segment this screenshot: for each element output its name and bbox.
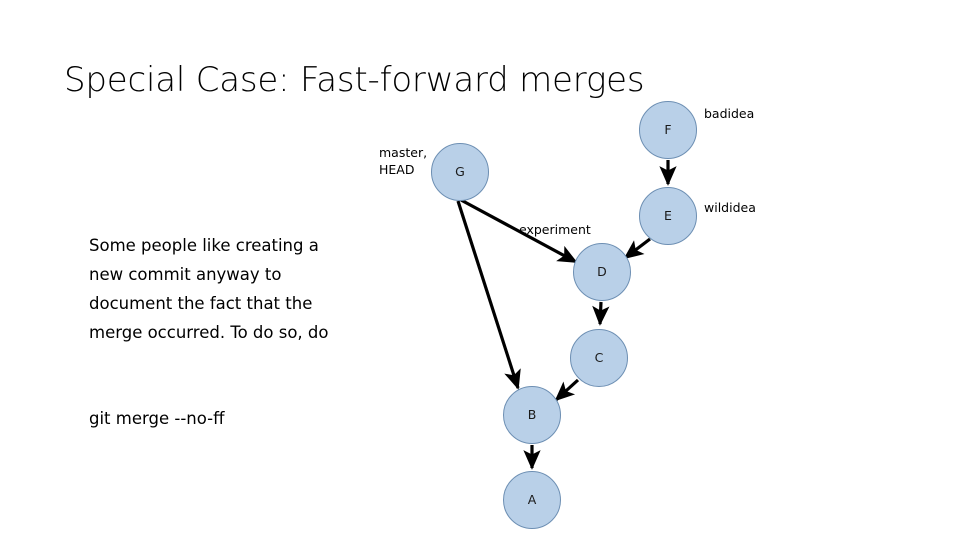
branch-label-badidea: badidea xyxy=(704,106,755,121)
branch-label-wildidea: wildidea xyxy=(704,200,756,215)
commit-node-B-label: B xyxy=(527,406,537,422)
commit-node-E[interactable]: E xyxy=(639,187,697,245)
commit-node-F-label: F xyxy=(664,121,672,137)
commit-node-E-label: E xyxy=(664,207,672,223)
commit-node-A-label: A xyxy=(527,491,537,507)
commit-node-D-label: D xyxy=(597,263,607,279)
commit-node-F[interactable]: F xyxy=(639,101,697,159)
edge-D-C xyxy=(592,301,610,326)
edge-C-B xyxy=(554,378,580,402)
git-command-text: git merge --no-ff xyxy=(89,409,225,428)
commit-node-A[interactable]: A xyxy=(503,471,561,529)
branch-label-experiment: experiment xyxy=(519,222,591,237)
commit-node-C[interactable]: C xyxy=(570,329,628,387)
branch-label-master: master, xyxy=(379,145,428,160)
commit-node-G-label: G xyxy=(455,163,465,179)
commit-node-B[interactable]: B xyxy=(503,386,561,444)
commit-node-G[interactable]: G xyxy=(431,143,489,201)
branch-label-head: HEAD xyxy=(379,162,415,177)
edge-G-B xyxy=(456,200,521,390)
page-title: Special Case: Fast-forward merges xyxy=(64,60,645,100)
commit-node-C-label: C xyxy=(594,349,604,365)
commit-node-D[interactable]: D xyxy=(573,243,631,301)
edge-E-D xyxy=(623,237,651,260)
branch-label-master-head: master, HEAD xyxy=(379,144,427,178)
body-paragraph: Some people like creating a new commit a… xyxy=(89,236,329,342)
